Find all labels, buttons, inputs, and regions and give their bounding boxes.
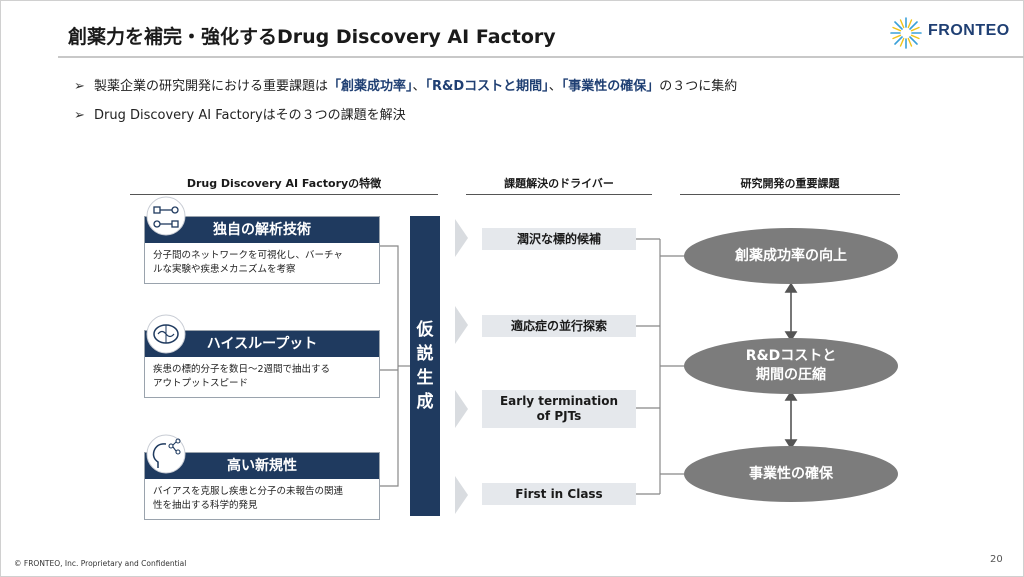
feature-desc: バイアスを克服し疾患と分子の未報告の関連性を抽出する科学的発見 xyxy=(153,486,344,511)
issue-cost-time: R&Dコストと期間の圧縮 xyxy=(684,338,898,394)
col-header-issues: 研究開発の重要課題 xyxy=(740,177,840,190)
arrow-bullet-icon: ➢ xyxy=(74,108,85,123)
feature-card-throughput: ハイスループット 疾患の標的分子を数日～2週間で抽出するアウトプットスピード xyxy=(144,330,380,398)
network-icon xyxy=(146,196,186,236)
driver-target-candidates: 潤沢な標的候補 xyxy=(482,228,636,250)
title-divider xyxy=(58,56,1024,58)
feature-card-analysis: 独自の解析技術 分子間のネットワークを可視化し、バーチャルな実験や疾患メカニズム… xyxy=(144,216,380,284)
chevron-icons xyxy=(455,219,468,514)
feature-card-novelty: 高い新規性 バイアスを克服し疾患と分子の未報告の関連性を抽出する科学的発見 xyxy=(144,452,380,520)
hypothesis-generation-bar: 仮 説 生 成 xyxy=(410,216,440,516)
feature-title: ハイスループット xyxy=(145,331,379,357)
driver-parallel-indications: 適応症の並行探索 xyxy=(482,315,636,337)
footer-copyright: © FRONTEO, Inc. Proprietary and Confiden… xyxy=(14,559,187,568)
issue-business-viability: 事業性の確保 xyxy=(684,446,898,502)
feature-title: 独自の解析技術 xyxy=(145,217,379,243)
head-idea-icon xyxy=(146,434,186,474)
col-rule-issues xyxy=(680,194,900,195)
bullet-1: ➢製薬企業の研究開発における重要課題は「創薬成功率」、「R&Dコストと期間」、「… xyxy=(74,79,738,94)
arrow-bullet-icon: ➢ xyxy=(74,79,85,94)
feature-desc: 疾患の標的分子を数日～2週間で抽出するアウトプットスピード xyxy=(153,364,331,389)
col-rule-features xyxy=(130,194,438,195)
bullet-2: ➢Drug Discovery AI Factoryはその３つの課題を解決 xyxy=(74,108,406,123)
issue-success-rate: 創薬成功率の向上 xyxy=(684,228,898,284)
col-rule-drivers xyxy=(466,194,652,195)
driver-first-in-class: First in Class xyxy=(482,483,636,505)
feature-desc: 分子間のネットワークを可視化し、バーチャルな実験や疾患メカニズムを考察 xyxy=(153,250,343,275)
brain-icon xyxy=(146,314,186,354)
col-header-drivers: 課題解決のドライバー xyxy=(504,177,614,190)
page-number: 20 xyxy=(990,554,1003,565)
col-header-features: Drug Discovery AI Factoryの特徴 xyxy=(186,177,382,190)
logo-wordmark: FRONTEO xyxy=(928,22,1010,39)
slide-title: 創薬力を補完・強化するDrug Discovery AI Factory xyxy=(68,26,556,48)
